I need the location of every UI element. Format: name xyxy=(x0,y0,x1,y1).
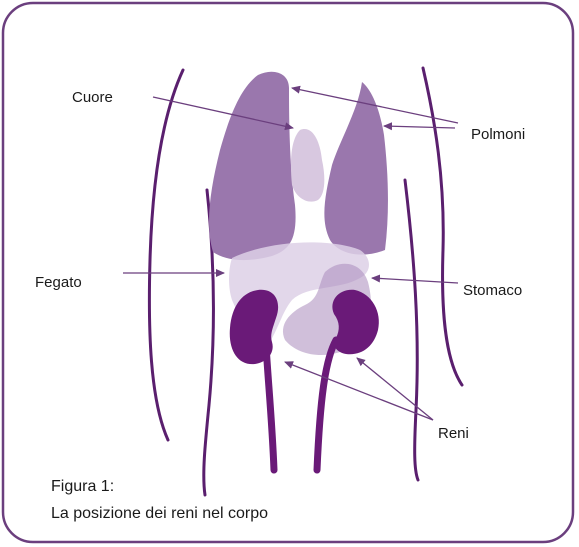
kidney-arrow-right xyxy=(357,358,433,420)
liver-label: Fegato xyxy=(35,274,82,291)
kidneys-label: Reni xyxy=(438,425,469,442)
heart-shape xyxy=(291,129,324,202)
kidney-arrow-left xyxy=(285,362,433,420)
heart-label: Cuore xyxy=(72,89,113,106)
lungs-arrow-right xyxy=(384,126,455,128)
figure-caption-number: Figura 1: xyxy=(51,478,114,496)
stomach-label: Stomaco xyxy=(463,282,522,299)
figure-caption-text: La posizione dei reni nel corpo xyxy=(51,505,268,523)
lungs-label: Polmoni xyxy=(471,126,525,143)
